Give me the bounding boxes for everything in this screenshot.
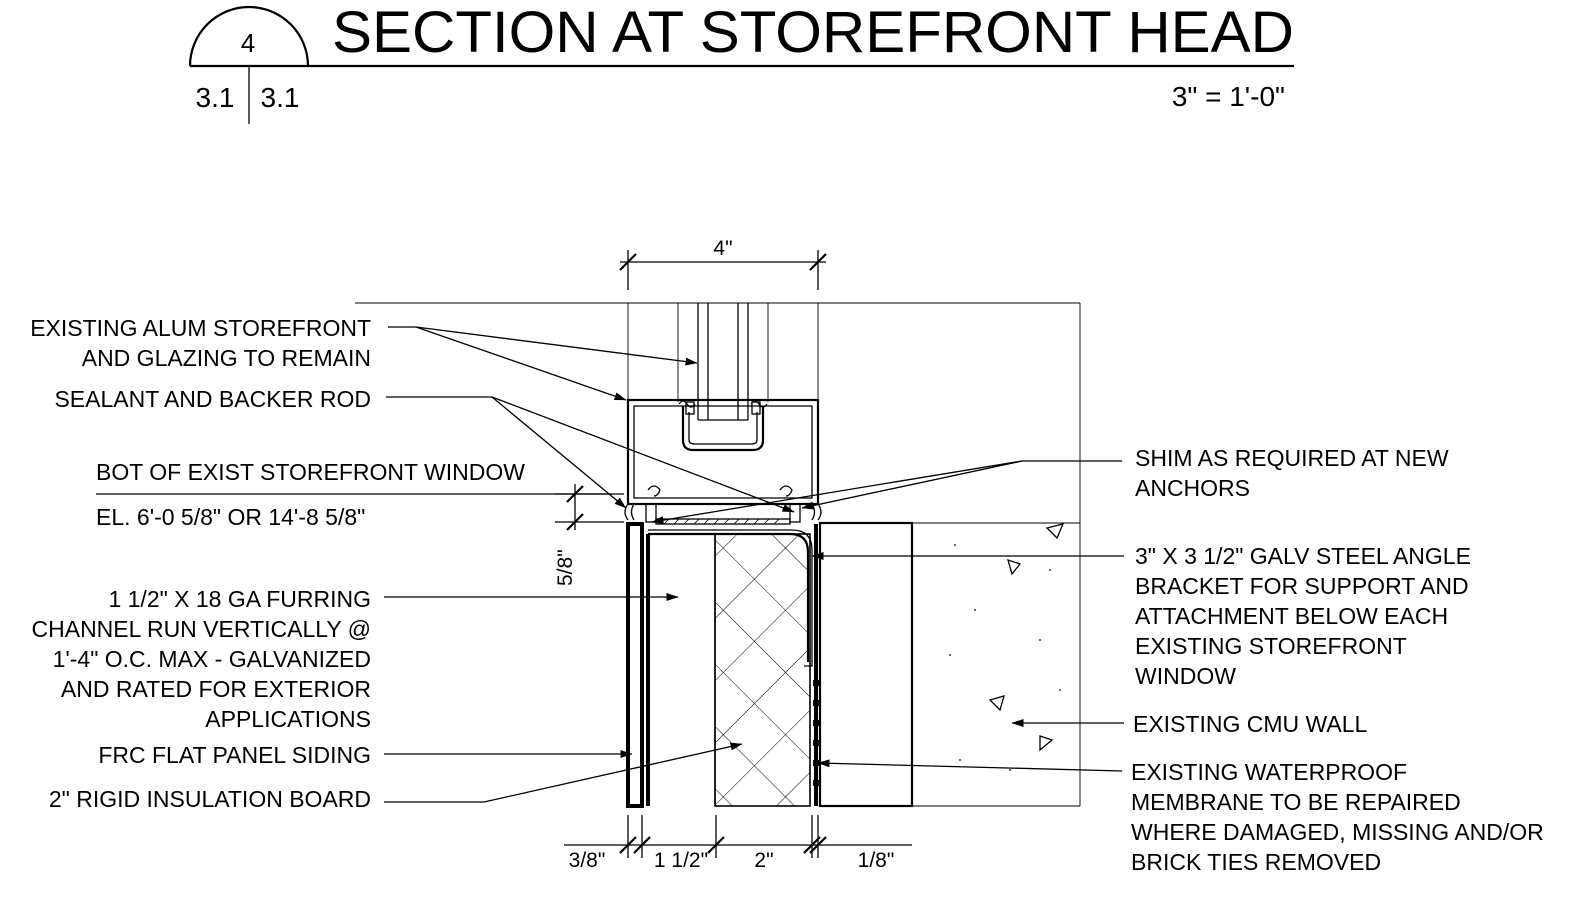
callout-bottom-of-window: BOT OF EXIST STOREFRONT WINDOW <box>96 459 612 495</box>
callout-label: APPLICATIONS <box>205 706 371 732</box>
callout-label: EXISTING WATERPROOF <box>1131 759 1407 785</box>
callout-membrane: EXISTING WATERPROOF MEMBRANE TO BE REPAI… <box>817 759 1544 875</box>
sheet-ref-left: 3.1 <box>196 82 235 113</box>
callout-label: EXISTING STOREFRONT <box>1135 633 1407 659</box>
steel-angle-bracket <box>648 532 810 662</box>
callout-label: BOT OF EXIST STOREFRONT WINDOW <box>96 459 525 485</box>
rigid-insulation <box>714 533 811 807</box>
callout-label: FRC FLAT PANEL SIDING <box>98 742 371 768</box>
callout-cmu: EXISTING CMU WALL <box>1011 711 1367 737</box>
callouts-left: EXISTING ALUM STOREFRONT AND GLAZING TO … <box>30 315 795 812</box>
callout-label: SEALANT AND BACKER ROD <box>54 386 371 412</box>
dim-furring: 1 1/2" <box>654 849 708 872</box>
callout-furring: 1 1/2" X 18 GA FURRING CHANNEL RUN VERTI… <box>32 586 679 732</box>
callout-label: 1 1/2" X 18 GA FURRING <box>108 586 371 612</box>
callout-sealant: SEALANT AND BACKER ROD <box>54 386 795 513</box>
callout-insulation: 2" RIGID INSULATION BOARD <box>49 742 743 812</box>
callout-label: AND RATED FOR EXTERIOR <box>61 676 371 702</box>
frc-siding <box>626 522 644 808</box>
callouts-right: SHIM AS REQUIRED AT NEW ANCHORS 3" X 3 1… <box>651 445 1544 875</box>
existing-wall-outline <box>355 302 1081 807</box>
callout-label: BRACKET FOR SUPPORT AND <box>1135 573 1469 599</box>
callout-label: BRICK TIES REMOVED <box>1131 849 1381 875</box>
detail-title: SECTION AT STOREFRONT HEAD <box>332 0 1294 65</box>
detail-bubble <box>188 5 310 67</box>
callout-label: WHERE DAMAGED, MISSING AND/OR <box>1131 819 1544 845</box>
callout-label: AND GLAZING TO REMAIN <box>82 345 371 371</box>
dimensions: 4" 5/8" 3/8" 1 1/2" 2" 1/8" <box>554 237 912 872</box>
callout-angle-bracket: 3" X 3 1/2" GALV STEEL ANGLE BRACKET FOR… <box>811 543 1471 689</box>
sheet-ref-right: 3.1 <box>261 82 300 113</box>
callout-siding: FRC FLAT PANEL SIDING <box>98 742 633 768</box>
existing-brick <box>818 521 914 808</box>
dim-insulation: 2" <box>754 849 773 872</box>
storefront-head-frame <box>626 398 820 506</box>
dim-offset: 5/8" <box>554 549 577 586</box>
callout-label: WINDOW <box>1135 663 1236 689</box>
callout-shim: SHIM AS REQUIRED AT NEW ANCHORS <box>651 445 1449 525</box>
title-block: 4 3.1 3.1 SECTION AT STOREFRONT HEAD 3" … <box>188 0 1294 124</box>
dim-top-width: 4" <box>713 237 732 260</box>
callout-elevation: EL. 6'-0 5/8" OR 14'-8 5/8" <box>96 504 365 530</box>
detail-scale: 3" = 1'-0" <box>1172 81 1285 112</box>
detail-number: 4 <box>241 28 255 58</box>
dim-membrane: 1/8" <box>858 849 895 872</box>
callout-label: MEMBRANE TO BE REPAIRED <box>1131 789 1461 815</box>
callout-label: ANCHORS <box>1135 475 1250 501</box>
cmu-aggregate <box>988 523 1065 752</box>
callout-label: CHANNEL RUN VERTICALLY @ <box>32 616 371 642</box>
callout-label: EXISTING CMU WALL <box>1133 711 1367 737</box>
callout-label: EL. 6'-0 5/8" OR 14'-8 5/8" <box>96 504 365 530</box>
callout-label: 1'-4" O.C. MAX - GALVANIZED <box>53 646 371 672</box>
callout-storefront: EXISTING ALUM STOREFRONT AND GLAZING TO … <box>30 315 698 401</box>
callout-label: ATTACHMENT BELOW EACH <box>1135 603 1448 629</box>
callout-label: EXISTING ALUM STOREFRONT <box>30 315 371 341</box>
wall-assembly <box>626 521 1065 808</box>
callout-label: 2" RIGID INSULATION BOARD <box>49 786 371 812</box>
dim-siding: 3/8" <box>569 849 606 872</box>
callout-label: SHIM AS REQUIRED AT NEW <box>1135 445 1449 471</box>
callout-label: 3" X 3 1/2" GALV STEEL ANGLE <box>1135 543 1471 569</box>
